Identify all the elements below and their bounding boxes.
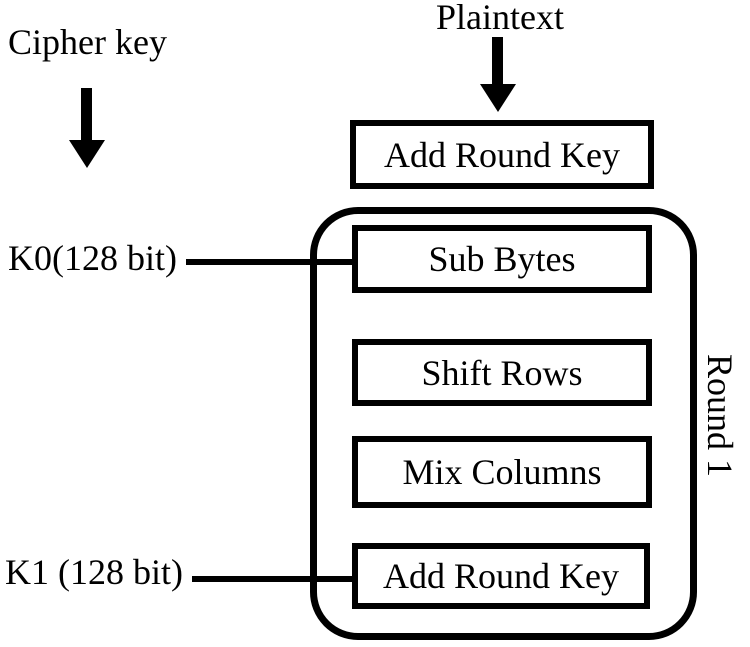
shift-rows-box: Shift Rows [352,339,652,406]
initial-add-round-key-box: Add Round Key [350,120,654,189]
k0-key-label: K0(128 bit) [8,238,177,278]
mix-columns-label: Mix Columns [402,452,602,492]
cipher-key-down-arrow-icon [81,88,92,141]
plaintext-down-arrowhead-icon [480,84,516,112]
round1-container [310,207,697,640]
sub-bytes-label: Sub Bytes [428,239,576,279]
plaintext-label: Plaintext [436,0,564,37]
k1-connector-line [192,576,352,582]
plaintext-down-arrow-icon [492,37,503,85]
shift-rows-label: Shift Rows [421,352,583,393]
cipher-key-down-arrowhead-icon [69,140,105,168]
k1-key-label: K1 (128 bit) [5,552,183,592]
initial-add-round-key-label: Add Round Key [384,134,620,175]
cipher-key-label: Cipher key [8,22,167,62]
final-add-round-key-box: Add Round Key [352,543,650,609]
mix-columns-box: Mix Columns [352,436,652,508]
round1-side-label: Round 1 [700,354,740,478]
final-add-round-key-label: Add Round Key [383,556,619,596]
sub-bytes-box: Sub Bytes [352,225,652,293]
k0-connector-line [186,259,352,265]
